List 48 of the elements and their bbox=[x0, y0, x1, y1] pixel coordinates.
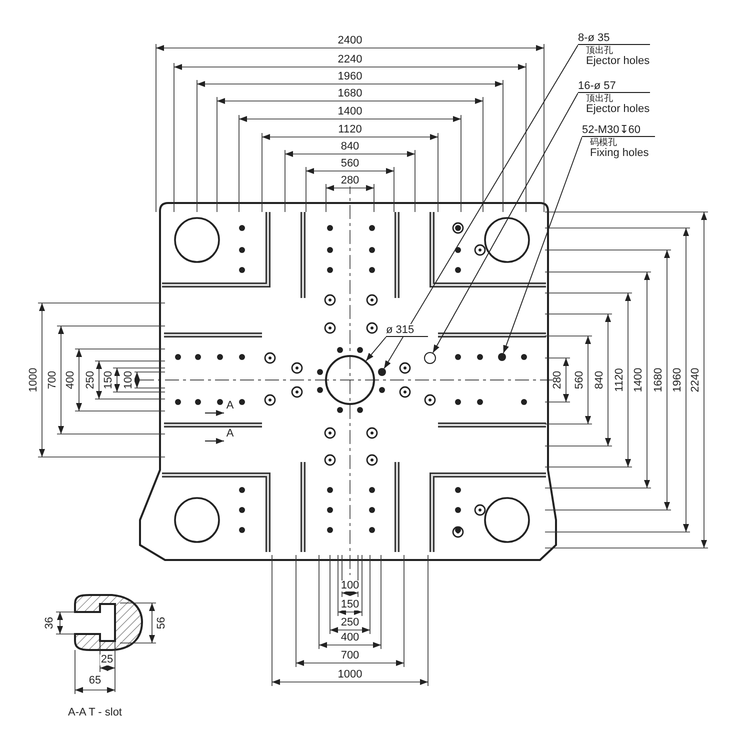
dimension-label: 700 bbox=[48, 370, 58, 390]
dimension-label: 1000 bbox=[28, 366, 40, 394]
callout-label: 52-M30↧60 bbox=[582, 124, 655, 137]
callout-label: 16-ø 57 bbox=[578, 80, 650, 93]
dimension-label: 100 bbox=[340, 580, 360, 592]
dimension-label: 36 bbox=[44, 616, 56, 630]
dimension-label: 1960 bbox=[672, 366, 684, 394]
dimension-label: 560 bbox=[574, 370, 586, 390]
dimension-label: 400 bbox=[340, 632, 360, 644]
dimension-label: 25 bbox=[100, 654, 114, 666]
dimension-label: 1680 bbox=[336, 88, 364, 100]
hole-dot bbox=[498, 353, 506, 361]
section-label: A bbox=[225, 400, 235, 412]
leader-line bbox=[366, 336, 386, 362]
center-hole bbox=[325, 355, 375, 405]
dimension-label: 400 bbox=[66, 370, 76, 390]
dimension-label: 56 bbox=[156, 616, 168, 630]
dimension-label: 100 bbox=[124, 370, 134, 390]
dimension-label: 1960 bbox=[336, 72, 364, 82]
hole-dot bbox=[378, 368, 386, 376]
leader-line bbox=[384, 44, 578, 370]
dimension-label: 2240 bbox=[336, 54, 364, 66]
dimension-label: 150 bbox=[104, 370, 114, 390]
dimension-label: 840 bbox=[340, 142, 360, 152]
dimension-label: 2400 bbox=[336, 36, 364, 46]
section-label: A bbox=[225, 428, 235, 440]
callout-label: 8-ø 35 bbox=[578, 32, 650, 45]
dimension-label: 700 bbox=[340, 650, 360, 662]
dimension-label: 280 bbox=[552, 370, 564, 390]
dimension-label: 1400 bbox=[634, 366, 644, 394]
dimension-label: 560 bbox=[340, 158, 360, 170]
dimension-label: 2240 bbox=[690, 366, 702, 394]
dimension-label: 150 bbox=[340, 600, 360, 610]
hole-ring bbox=[424, 352, 436, 364]
dimension-label: 250 bbox=[86, 370, 96, 390]
leader-line bbox=[502, 136, 582, 354]
dimension-label: 1400 bbox=[336, 106, 364, 118]
dimension-label: 1120 bbox=[337, 124, 363, 136]
leader-line bbox=[432, 92, 578, 354]
dimension-label: 280 bbox=[340, 176, 360, 186]
dimension-label: 1120 bbox=[614, 367, 626, 393]
section-title: A-A T - slot bbox=[67, 708, 123, 718]
dimension-label: 840 bbox=[594, 370, 606, 390]
callout-label: ø 315 bbox=[386, 324, 428, 337]
dimension-label: 250 bbox=[340, 618, 360, 628]
dimension-label: 1680 bbox=[654, 366, 664, 394]
dimension-label: 65 bbox=[88, 676, 102, 686]
dimension-label: 1000 bbox=[336, 670, 364, 680]
